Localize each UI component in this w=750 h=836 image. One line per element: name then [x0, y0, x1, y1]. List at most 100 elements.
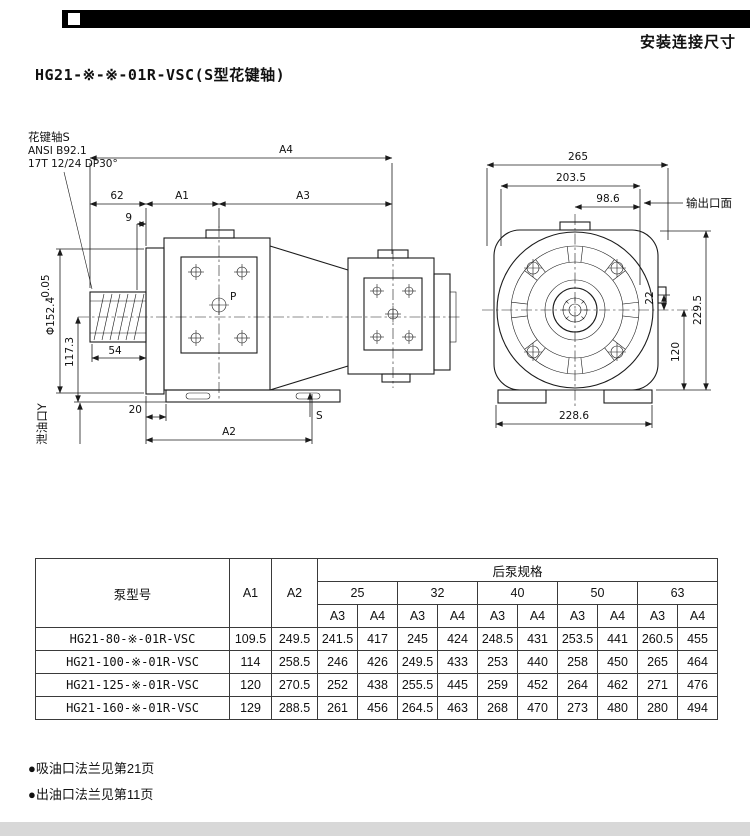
cell: 245	[397, 627, 438, 651]
front-slot-spokes	[511, 246, 639, 374]
cell: 258	[557, 650, 598, 674]
cell: 253.5	[557, 627, 598, 651]
cell: 249.5	[397, 650, 438, 674]
header-row-1: 泵型号 A1 A2 后泵规格	[35, 558, 719, 628]
cell: 259	[477, 673, 518, 697]
model-cell: HG21-160-※-01R-VSC	[35, 696, 230, 720]
dim-a1-label: A1	[175, 190, 189, 202]
sub-header: A4	[517, 604, 558, 628]
side-view: 花键轴S ANSI B92.1 17T 12/24 DP30° A4 62 A1…	[28, 130, 462, 445]
cell: 431	[517, 627, 558, 651]
table-row: HG21-100-※-01R-VSC 114 258.5 246 426 249…	[35, 650, 719, 674]
front-dimensions	[486, 162, 711, 428]
sub-header: A4	[676, 604, 719, 628]
table-row: HG21-160-※-01R-VSC 129 288.5 261 456 264…	[35, 696, 719, 720]
col-header-a2: A2	[271, 558, 318, 628]
size-header: 25	[317, 581, 398, 605]
size-header: 63	[636, 581, 719, 605]
cell: 464	[676, 650, 719, 674]
side-dimensions	[56, 155, 393, 444]
cell: 426	[357, 650, 398, 674]
cell: 280	[637, 696, 678, 720]
sub-header: A4	[597, 604, 638, 628]
sub-header: A4	[437, 604, 478, 628]
page-bottom-strip	[0, 822, 750, 836]
sub-header: A3	[637, 604, 678, 628]
cell: 440	[517, 650, 558, 674]
cell: 480	[597, 696, 638, 720]
front-view: 265 203.5 98.6 输出口面 22 229.5 120 228.6	[482, 151, 732, 428]
sub-header: A3	[397, 604, 438, 628]
spline-note-line1: 花键轴S	[28, 130, 70, 144]
cell: 109.5	[229, 627, 272, 651]
cell: 463	[437, 696, 478, 720]
cell: 246	[317, 650, 358, 674]
drain-port-label: 泄油口Y	[35, 402, 49, 444]
size-header: 32	[397, 581, 478, 605]
cell: 271	[637, 673, 678, 697]
dim-62-label: 62	[110, 190, 123, 202]
cell: 261	[317, 696, 358, 720]
pump-dimension-drawing: 花键轴S ANSI B92.1 17T 12/24 DP30° A4 62 A1…	[28, 130, 732, 445]
size-header: 40	[477, 581, 558, 605]
cell: 268	[477, 696, 518, 720]
dim-228-label: 228.6	[559, 410, 589, 422]
cell: 258.5	[271, 650, 318, 674]
note-outlet-flange: ●出油口法兰见第11页	[28, 787, 154, 802]
side-centerlines	[78, 226, 462, 400]
cell: 494	[676, 696, 719, 720]
note-suction-flange: ●吸油口法兰见第21页	[28, 761, 155, 776]
cell: 462	[597, 673, 638, 697]
cell: 129	[229, 696, 272, 720]
doc-title: HG21-※-※-01R-VSC(S型花键轴)	[35, 66, 286, 84]
cell: 249.5	[271, 627, 318, 651]
dim-54-label: 54	[108, 345, 122, 357]
cell: 264	[557, 673, 598, 697]
cell: 241.5	[317, 627, 358, 651]
dim-a3-label: A3	[296, 190, 310, 202]
header-row-2: 25 32 40 50 63	[36, 581, 719, 605]
cell: 433	[437, 650, 478, 674]
model-cell: HG21-125-※-01R-VSC	[35, 673, 230, 697]
cell: 248.5	[477, 627, 518, 651]
dim-a2-label: A2	[222, 426, 236, 438]
dim-120-label: 120	[670, 342, 682, 362]
cell: 264.5	[397, 696, 438, 720]
dim-dia-label: Φ152.4	[45, 297, 57, 336]
dim-203-label: 203.5	[556, 172, 586, 184]
table-row: HG21-125-※-01R-VSC 120 270.5 252 438 255…	[35, 673, 719, 697]
cell: 455	[676, 627, 719, 651]
cell: 445	[437, 673, 478, 697]
header-row-3: A3 A4 A3 A4 A3 A4 A3 A4 A3 A4	[36, 604, 719, 628]
front-centerlines	[482, 214, 694, 408]
model-cell: HG21-100-※-01R-VSC	[35, 650, 230, 674]
cell: 252	[317, 673, 358, 697]
dim-229-label: 229.5	[692, 295, 704, 325]
sub-header: A3	[317, 604, 358, 628]
dim-20-label: 20	[129, 404, 142, 416]
cell: 270.5	[271, 673, 318, 697]
top-bar-notch	[68, 13, 80, 25]
dim-a4-label: A4	[279, 144, 293, 156]
cell: 255.5	[397, 673, 438, 697]
cell: 438	[357, 673, 398, 697]
dimension-table: 泵型号 A1 A2 后泵规格 25 32 40 50 63 A3 A4 A3 A…	[35, 558, 719, 720]
cell: 456	[357, 696, 398, 720]
cell: 288.5	[271, 696, 318, 720]
size-header: 50	[557, 581, 638, 605]
group-header-rear-pump: 后泵规格	[316, 558, 719, 582]
front-bolt-holes	[524, 259, 626, 361]
col-header-model: 泵型号	[35, 558, 230, 628]
port-p-label: P	[230, 291, 236, 303]
sub-header: A4	[357, 604, 398, 628]
dim-117-label: 117.3	[64, 337, 76, 367]
spline-note-line2: ANSI B92.1	[28, 145, 87, 157]
cell: 417	[357, 627, 398, 651]
cell: 260.5	[637, 627, 678, 651]
dim-265-label: 265	[568, 151, 588, 163]
cell: 265	[637, 650, 678, 674]
cell: 114	[229, 650, 272, 674]
side-view-outline	[145, 229, 457, 403]
cell: 450	[597, 650, 638, 674]
model-cell: HG21-80-※-01R-VSC	[35, 627, 230, 651]
